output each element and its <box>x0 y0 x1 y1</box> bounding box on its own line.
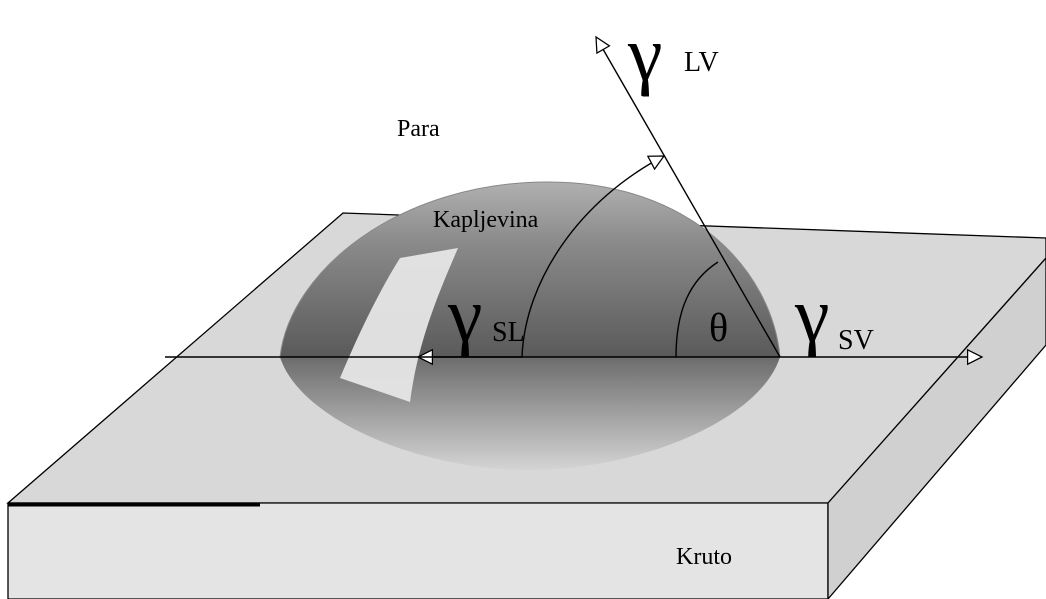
gamma-sl-symbol: γ <box>447 271 482 358</box>
slab-right-face <box>827 257 1046 599</box>
tangent-arc-arrow <box>521 155 666 358</box>
slab-front-face <box>7 502 829 599</box>
drop-highlight <box>340 248 458 402</box>
gamma-sl-subscript: SL <box>492 317 525 348</box>
contact-angle-label: θ <box>709 305 728 350</box>
liquid-vapor-tension-arrow <box>595 35 781 358</box>
gamma-sv-subscript: SV <box>838 325 874 356</box>
force-vectors <box>165 35 984 366</box>
liquid-label: Kapljevina <box>433 207 539 233</box>
liquid-drop <box>279 181 781 470</box>
solid-label: Kruto <box>676 544 732 570</box>
gamma-lv-symbol: γ <box>627 10 662 97</box>
contact-angle-arc <box>675 261 719 358</box>
gamma-sv-symbol: γ <box>794 271 829 358</box>
vapor-label: Para <box>397 116 440 142</box>
labels: Para Kapljevina Kruto θ γ LV γ SL γ SV <box>397 10 874 570</box>
gamma-lv-subscript: LV <box>684 47 719 78</box>
